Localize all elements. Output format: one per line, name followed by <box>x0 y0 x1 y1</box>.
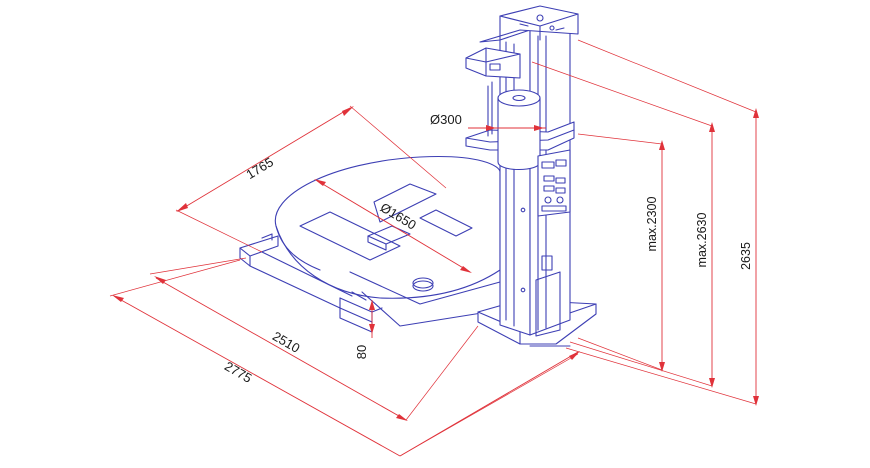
dimension-turntable-depth <box>175 105 447 253</box>
label-total-height: 2635 <box>739 242 753 270</box>
turntable <box>274 155 501 327</box>
label-base-height: 80 <box>354 345 369 359</box>
label-overall-length: 2775 <box>222 358 255 385</box>
film-reel <box>497 89 541 171</box>
dimension-max-carriage-height <box>531 61 715 388</box>
label-turntable-depth: 1765 <box>243 154 276 182</box>
label-max-film-height: max.2300 <box>645 197 659 252</box>
wrapping-machine-drawing <box>239 5 597 347</box>
dimension-max-film-height <box>577 133 665 372</box>
mast-top-head <box>465 5 579 79</box>
label-reel-diameter: Ø300 <box>430 112 462 127</box>
dimension-frame-length <box>149 257 479 421</box>
dimension-turntable-diameter <box>314 179 472 273</box>
turntable-hub <box>412 277 434 292</box>
dimension-total-height <box>565 39 759 406</box>
dimension-overall-length <box>109 259 580 457</box>
dimension-base-height <box>369 300 375 338</box>
control-panel <box>537 149 571 217</box>
label-max-carriage-height: max.2630 <box>695 213 709 268</box>
dimension-lines <box>109 39 759 457</box>
dimension-reel-diameter <box>468 125 546 131</box>
